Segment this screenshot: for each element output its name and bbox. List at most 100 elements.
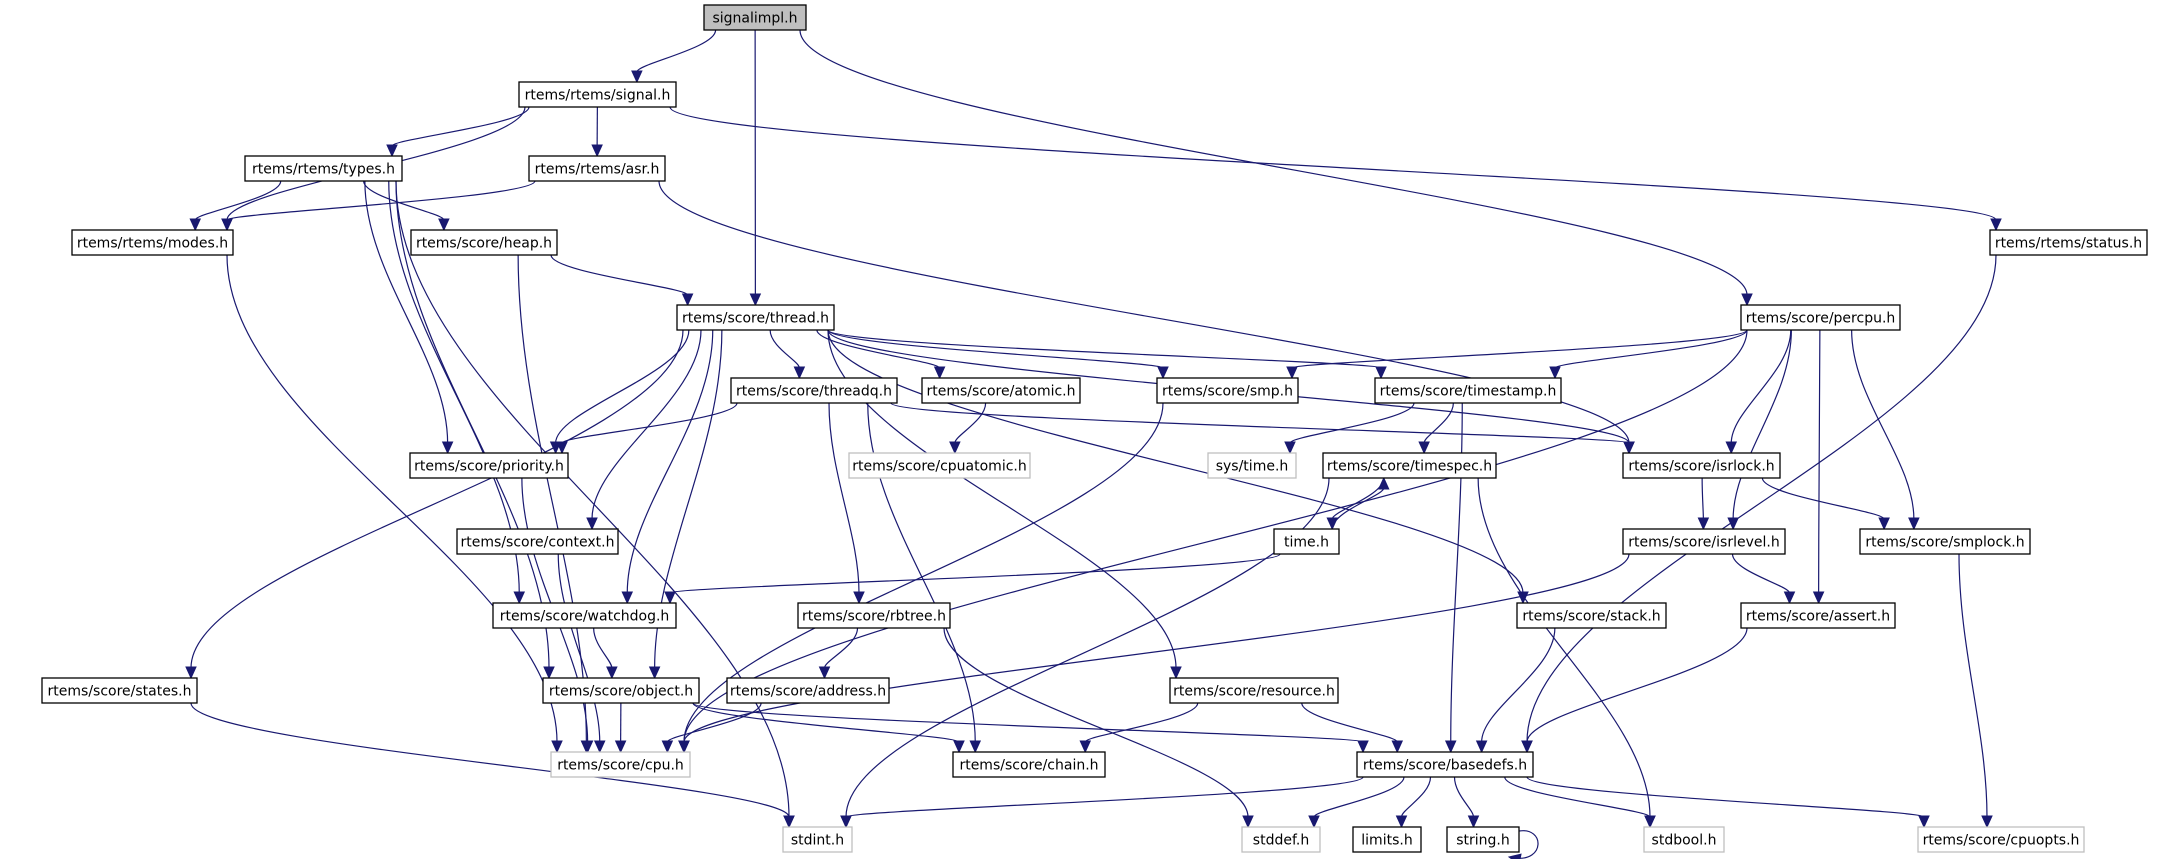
node-rbtree[interactable]: rtems/score/rbtree.h	[797, 602, 951, 629]
edge-line	[666, 702, 762, 743]
node-label: rtems/score/heap.h	[416, 236, 552, 252]
node-isrlevel[interactable]: rtems/score/isrlevel.h	[1622, 528, 1786, 555]
edge-line	[190, 702, 790, 818]
edge-basedefs-to-cpuopts	[1526, 776, 1930, 829]
node-box	[730, 377, 898, 404]
node-box	[1740, 602, 1896, 629]
edge-line	[769, 329, 800, 369]
node-basedefs[interactable]: rtems/score/basedefs.h	[1356, 751, 1534, 778]
edge-line	[555, 329, 690, 444]
node-label: rtems/rtems/modes.h	[77, 236, 228, 252]
edge-line	[591, 329, 702, 520]
node-box	[848, 452, 1031, 479]
edge-line	[827, 329, 1524, 594]
arrowhead-icon	[1308, 815, 1320, 829]
edge-context-to-cpu	[557, 553, 606, 754]
arrowhead-icon	[1286, 366, 1298, 380]
edge-line	[1504, 776, 1651, 818]
node-context[interactable]: rtems/score/context.h	[456, 528, 619, 555]
node-label: rtems/score/address.h	[730, 684, 886, 700]
node-timespec[interactable]: rtems/score/timespec.h	[1322, 452, 1497, 479]
node-atomic[interactable]: rtems/score/atomic.h	[921, 377, 1081, 404]
node-signal[interactable]: rtems/rtems/signal.h	[518, 81, 677, 108]
edge-signal-to-types	[386, 106, 530, 158]
edge-line	[226, 180, 536, 221]
node-time[interactable]: time.h	[1273, 528, 1340, 555]
edge-thread-to-atomic	[816, 329, 946, 380]
node-box	[1169, 677, 1339, 704]
node-types[interactable]: rtems/rtems/types.h	[244, 155, 403, 182]
node-box	[1859, 528, 2031, 555]
node-heap[interactable]: rtems/score/heap.h	[410, 229, 558, 256]
node-states[interactable]: rtems/score/states.h	[41, 677, 198, 704]
edge-line	[1761, 477, 1885, 520]
edge-line	[190, 329, 684, 669]
node-label: rtems/score/priority.h	[414, 459, 564, 475]
node-smplock[interactable]: rtems/score/smplock.h	[1859, 528, 2031, 555]
node-box	[952, 751, 1106, 778]
edge-percpu-to-smplock	[1851, 329, 1920, 531]
node-limits[interactable]: limits.h	[1352, 826, 1422, 853]
node-box	[528, 155, 666, 182]
node-label: rtems/score/cpu.h	[557, 758, 684, 774]
node-address[interactable]: rtems/score/address.h	[726, 677, 890, 704]
edge-line	[845, 776, 1364, 818]
node-label: string.h	[1456, 833, 1510, 849]
node-label: rtems/score/smplock.h	[1865, 535, 2024, 551]
node-label: rtems/score/resource.h	[1173, 684, 1335, 700]
node-string[interactable]: string.h	[1446, 826, 1520, 853]
node-threadq[interactable]: rtems/score/threadq.h	[730, 377, 898, 404]
node-signalimpl[interactable]: signalimpl.h	[703, 4, 807, 31]
node-chain[interactable]: rtems/score/chain.h	[952, 751, 1106, 778]
node-status[interactable]: rtems/rtems/status.h	[1989, 229, 2148, 256]
node-percpu[interactable]: rtems/score/percpu.h	[1740, 304, 1901, 331]
node-timestamp[interactable]: rtems/score/timestamp.h	[1374, 377, 1562, 404]
edge-line	[1291, 329, 1748, 369]
edge-line	[1450, 402, 1463, 743]
node-resource[interactable]: rtems/score/resource.h	[1169, 677, 1339, 704]
node-label: rtems/score/object.h	[549, 684, 693, 700]
edge-line	[1301, 702, 1398, 743]
arrowhead-icon	[1326, 517, 1339, 531]
arrowhead-icon	[1783, 591, 1796, 605]
arrowhead-icon	[664, 591, 676, 605]
node-label: rtems/score/isrlevel.h	[1628, 535, 1779, 551]
edge-line	[1084, 702, 1199, 743]
node-label: rtems/rtems/asr.h	[535, 162, 660, 178]
node-asr[interactable]: rtems/rtems/asr.h	[528, 155, 666, 182]
edge-line	[1958, 553, 1988, 818]
edge-line	[517, 254, 587, 743]
edge-line	[226, 254, 558, 743]
node-modes[interactable]: rtems/rtems/modes.h	[71, 229, 234, 256]
node-watchdog[interactable]: rtems/score/watchdog.h	[492, 602, 677, 629]
edge-line	[1453, 776, 1475, 818]
edge-heap-to-thread	[550, 254, 694, 307]
node-box	[409, 452, 569, 479]
node-thread[interactable]: rtems/score/thread.h	[676, 304, 835, 331]
arrowhead-icon	[1981, 815, 1993, 829]
node-box	[1156, 377, 1299, 404]
node-stack[interactable]: rtems/score/stack.h	[1516, 602, 1667, 629]
edge-rbtree-to-address	[818, 627, 859, 680]
node-object[interactable]: rtems/score/object.h	[542, 677, 700, 704]
node-label: stdint.h	[791, 833, 844, 849]
node-smp[interactable]: rtems/score/smp.h	[1156, 377, 1299, 404]
edges-layer	[185, 29, 2002, 859]
node-stdbool: stdbool.h	[1643, 826, 1725, 853]
node-box	[1273, 528, 1340, 555]
node-label: rtems/score/thread.h	[682, 311, 829, 327]
arrowhead-icon	[1741, 293, 1753, 307]
node-label: rtems/score/smp.h	[1162, 384, 1293, 400]
edge-rbtree-to-stddef	[943, 627, 1254, 829]
edge-signalimpl-to-signal	[631, 29, 717, 84]
node-isrlock[interactable]: rtems/score/isrlock.h	[1622, 452, 1781, 479]
node-box	[71, 229, 234, 256]
arrowhead-icon	[185, 666, 197, 680]
node-priority[interactable]: rtems/score/priority.h	[409, 452, 569, 479]
edge-line	[954, 402, 987, 444]
arrowhead-icon	[441, 441, 454, 455]
edge-line	[1400, 776, 1432, 818]
arrowhead-icon	[678, 740, 690, 754]
arrowhead-icon	[1079, 740, 1092, 754]
node-assert[interactable]: rtems/score/assert.h	[1740, 602, 1896, 629]
